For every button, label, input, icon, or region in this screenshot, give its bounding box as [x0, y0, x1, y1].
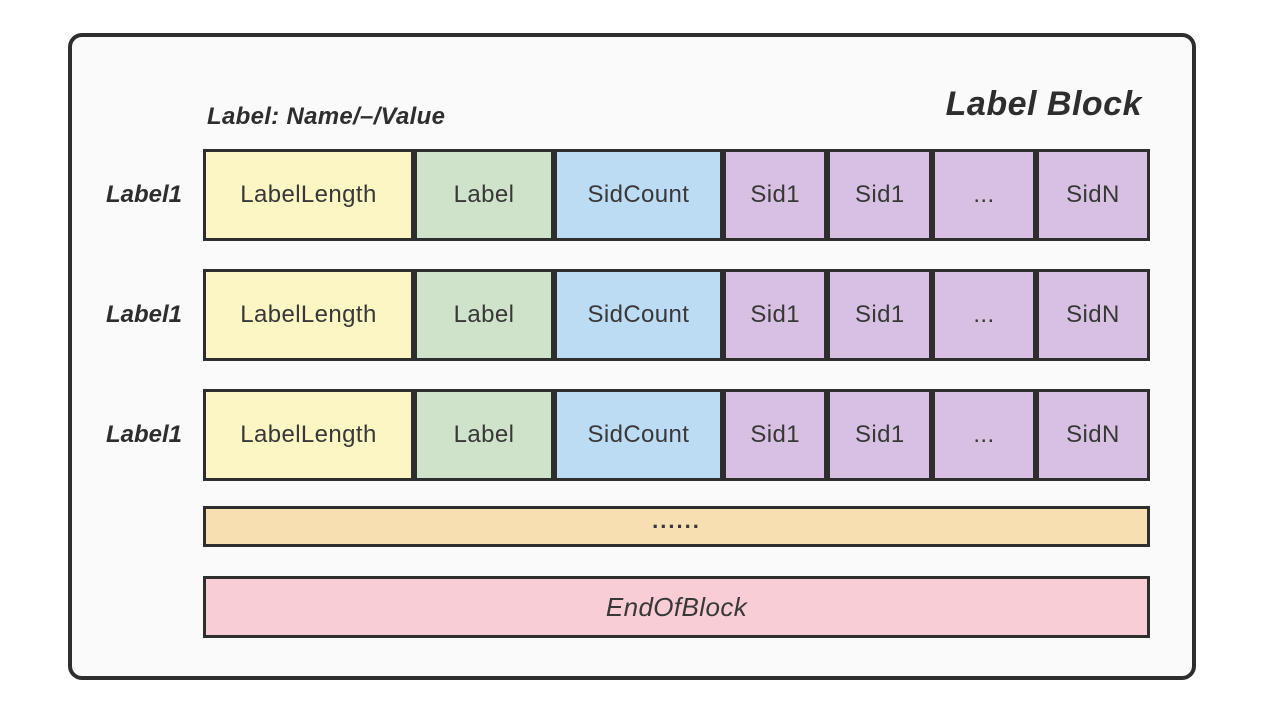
diagram-title: Label Block — [945, 85, 1142, 123]
row-label: Label1 — [105, 301, 182, 328]
more-entries-dots: ...... — [652, 507, 701, 533]
label-format-note: Label: Name/–/Value — [207, 103, 446, 130]
cell-sidcount: SidCount — [554, 389, 723, 481]
label-block-panel: Label: Name/–/Value Label Block Label1 L… — [68, 33, 1196, 680]
entry-fields-row: LabelLength Label SidCount Sid1 Sid1 ...… — [203, 149, 1150, 241]
entry-fields-row: LabelLength Label SidCount Sid1 Sid1 ...… — [203, 269, 1150, 361]
cell-sid1: Sid1 — [827, 389, 933, 481]
cell-sid1: Sid1 — [722, 149, 828, 241]
cell-label: Label — [413, 389, 555, 481]
cell-sidn: SidN — [1035, 149, 1150, 241]
cell-sidcount: SidCount — [554, 269, 723, 361]
cell-sid-ellipsis: ... — [932, 149, 1036, 241]
cell-labellength: LabelLength — [203, 389, 414, 481]
cell-sidn: SidN — [1035, 389, 1150, 481]
row-label: Label1 — [105, 181, 182, 208]
cell-label: Label — [413, 269, 555, 361]
cell-sidcount: SidCount — [554, 149, 723, 241]
cell-sid1: Sid1 — [827, 269, 933, 361]
cell-sid1: Sid1 — [722, 389, 828, 481]
cell-sid1: Sid1 — [722, 269, 828, 361]
more-entries-bar: ...... — [203, 506, 1150, 547]
label-entry-row-2: Label1 LabelLength Label SidCount Sid1 S… — [72, 269, 1192, 361]
end-of-block-bar: EndOfBlock — [203, 576, 1150, 638]
cell-label: Label — [413, 149, 555, 241]
end-of-block-label: EndOfBlock — [605, 591, 748, 622]
label-entry-row-1: Label1 LabelLength Label SidCount Sid1 S… — [72, 149, 1192, 241]
cell-sid-ellipsis: ... — [932, 269, 1036, 361]
row-label: Label1 — [105, 421, 182, 448]
label-entry-row-3: Label1 LabelLength Label SidCount Sid1 S… — [72, 389, 1192, 481]
cell-sid1: Sid1 — [827, 149, 933, 241]
cell-labellength: LabelLength — [203, 149, 414, 241]
entry-fields-row: LabelLength Label SidCount Sid1 Sid1 ...… — [203, 389, 1150, 481]
cell-labellength: LabelLength — [203, 269, 414, 361]
cell-sidn: SidN — [1035, 269, 1150, 361]
cell-sid-ellipsis: ... — [932, 389, 1036, 481]
